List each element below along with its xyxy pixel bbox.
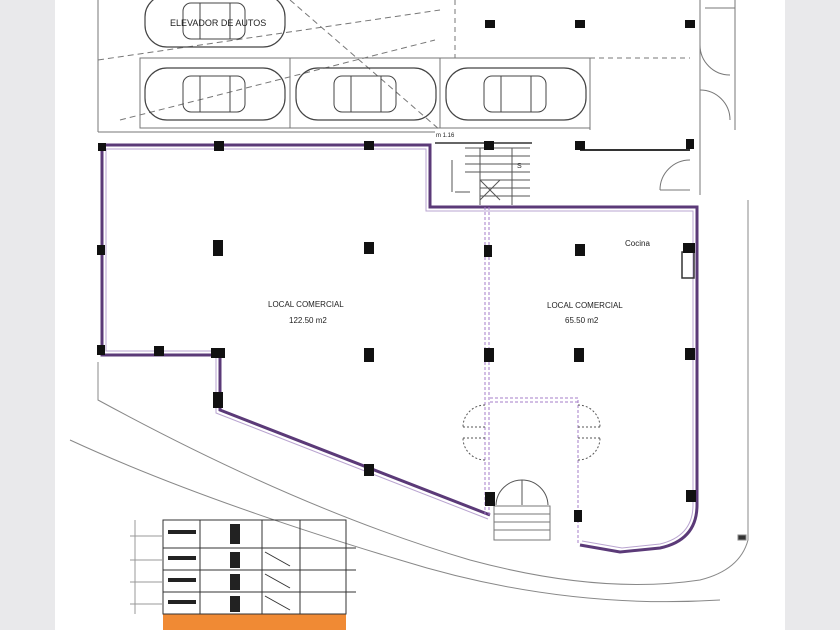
parked-car — [144, 67, 286, 121]
building-section — [130, 519, 356, 630]
local-2-area: 65.50 m2 — [565, 316, 599, 325]
parking-area — [97, 0, 736, 195]
parked-car — [144, 0, 286, 48]
entrance-door — [495, 479, 549, 506]
plan-sheet: ELEVADOR DE AUTOS m 1.16 S — [55, 0, 785, 630]
local-2-label: LOCAL COMERCIAL — [547, 301, 623, 310]
local-1-area: 122.50 m2 — [289, 316, 327, 325]
kitchen-label: Cocina — [625, 239, 650, 248]
doors — [462, 404, 601, 461]
kitchen-counter — [681, 251, 695, 279]
stair-direction-mark: S — [517, 163, 522, 170]
structural-columns — [97, 20, 696, 522]
entrance-steps — [493, 505, 551, 541]
parked-car — [295, 67, 437, 121]
parked-car — [445, 67, 587, 121]
street-lines — [69, 200, 749, 603]
floor-plan-drawing: ELEVADOR DE AUTOS m 1.16 S — [69, 0, 749, 630]
local-1-label: LOCAL COMERCIAL — [268, 300, 344, 309]
car-elevator-label: ELEVADOR DE AUTOS — [170, 18, 266, 28]
stairs — [451, 147, 530, 205]
ramp-label: m 1.16 — [436, 133, 455, 139]
